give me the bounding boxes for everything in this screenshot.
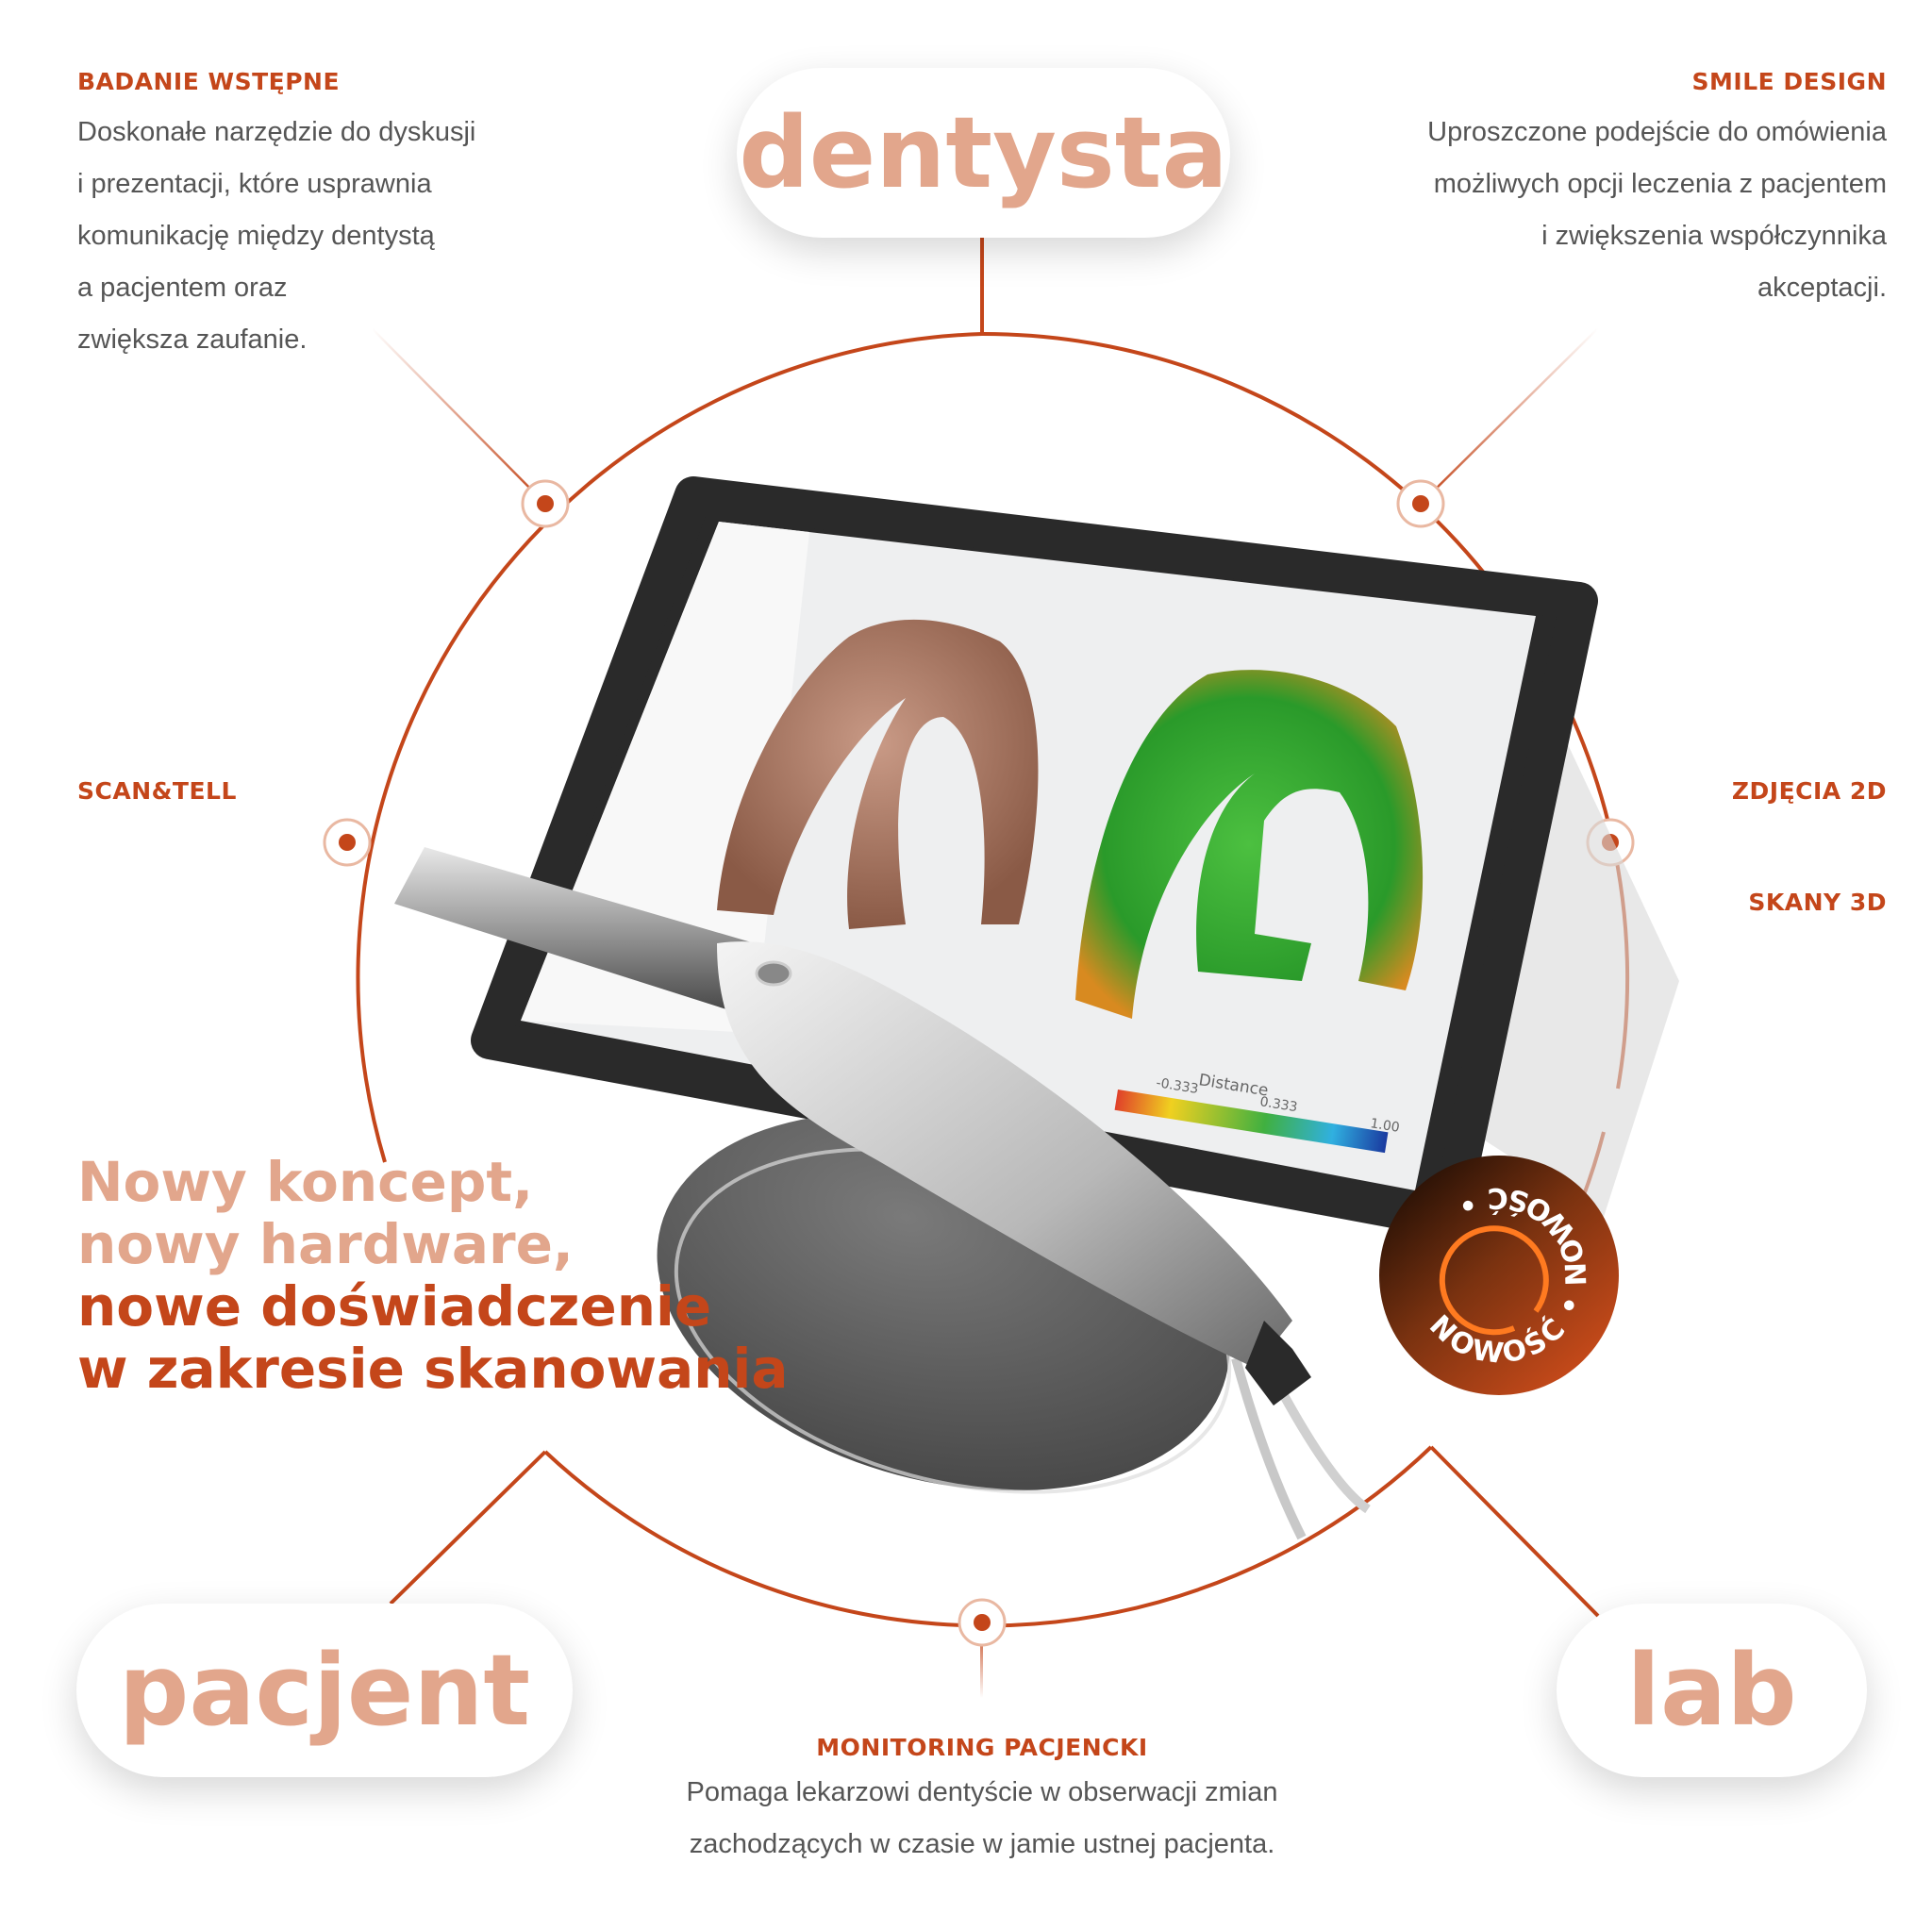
feature-line: zwiększa zaufanie. (77, 324, 308, 355)
node-smile[interactable] (1396, 479, 1445, 528)
feature-badanie: BADANIE WSTĘPNE Doskonałe narzędzie do d… (77, 68, 475, 366)
patient-connector (389, 1450, 547, 1605)
headline-line: w zakresie skanowania (77, 1337, 789, 1401)
feature-skany: SKANY 3D (1748, 889, 1887, 916)
feature-smile: SMILE DESIGN Uproszczone podejście do om… (1427, 68, 1887, 314)
feature-monitoring: MONITORING PACJENCKI Pomaga lekarzowi de… (510, 1734, 1454, 1871)
feature-title: SMILE DESIGN (1691, 68, 1887, 95)
feature-line: komunikację między dentystą (77, 221, 435, 251)
headline-line: nowe doświadczenie (77, 1274, 712, 1339)
distance-colorbar (1114, 1090, 1389, 1154)
scanner-image (394, 847, 1371, 1540)
feature-line: Doskonałe narzędzie do dyskusji (77, 117, 476, 147)
feature-line: i zwiększenia współczynnika (1541, 221, 1887, 251)
colorbar-tick: -0.333 (1155, 1075, 1199, 1097)
badanie-connector (371, 327, 546, 505)
node-badanie[interactable] (521, 479, 570, 528)
colorbar-tick: 1.00 (1369, 1116, 1400, 1136)
headline-line: nowy hardware, (77, 1212, 574, 1276)
feature-line: Uproszczone podejście do omówienia (1427, 117, 1887, 147)
headline: Nowy koncept, nowy hardware, nowe doświa… (77, 1151, 789, 1400)
hub-lab[interactable]: lab (1557, 1604, 1867, 1777)
feature-line: Pomaga lekarzowi dentyście w obserwacji … (686, 1777, 1278, 1807)
feature-line: i prezentacji, które usprawnia (77, 169, 432, 199)
hub-lab-label: lab (1626, 1633, 1797, 1748)
hub-patient-label: pacjent (118, 1633, 531, 1748)
feature-title: MONITORING PACJENCKI (816, 1734, 1148, 1761)
tablet-image: Distance -0.333 0.333 1.00 (471, 476, 1679, 1239)
new-badge: NOWOŚĆ • NOWOŚĆ • (1379, 1156, 1619, 1395)
feature-line: możliwych opcji leczenia z pacjentem (1433, 169, 1887, 199)
hub-dentist[interactable]: dentysta (737, 68, 1230, 238)
monitoring-connector (980, 1622, 983, 1698)
tooth-arch-natural (717, 619, 1039, 929)
hub-patient[interactable]: pacjent (76, 1604, 573, 1777)
hub-dentist-label: dentysta (739, 95, 1228, 210)
feature-line: a pacjentem oraz (77, 273, 288, 303)
node-scan-tell[interactable] (323, 818, 372, 867)
node-monitoring[interactable] (958, 1598, 1007, 1647)
feature-zdjecia: ZDJĘCIA 2D (1731, 777, 1887, 805)
headline-line: Nowy koncept, (77, 1150, 534, 1214)
smile-connector (1420, 327, 1599, 505)
tooth-arch-heatmap (1075, 670, 1424, 1019)
feature-line: akceptacji. (1757, 273, 1887, 303)
feature-title: BADANIE WSTĘPNE (77, 68, 341, 95)
colorbar-tick: 0.333 (1258, 1094, 1298, 1115)
feature-scan-tell: SCAN&TELL (77, 777, 237, 805)
feature-line: zachodzących w czasie w jamie ustnej pac… (689, 1829, 1275, 1859)
lab-connector (1429, 1445, 1600, 1618)
